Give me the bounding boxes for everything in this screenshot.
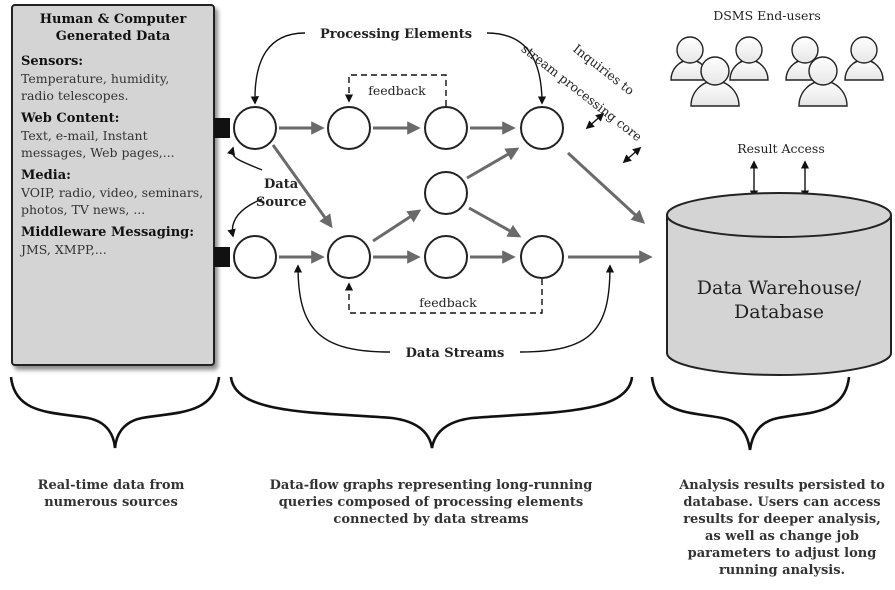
caption-line: parameters to adjust long <box>688 546 877 561</box>
warehouse-label-line1: Data Warehouse/ <box>697 277 862 299</box>
source-section-media: Media: VOIP, radio, video, seminars, pho… <box>21 167 205 218</box>
end-users-group-right <box>785 36 884 107</box>
end-users-label: DSMS End-users <box>713 8 821 23</box>
caption-line: Data-flow graphs representing long-runni… <box>270 478 593 493</box>
source-section-text: Temperature, humidity, radio telescopes. <box>21 71 170 103</box>
caption-line: running analysis. <box>719 563 845 578</box>
source-panel-title: Human & Computer Generated Data <box>39 12 187 44</box>
caption-line: as well as change job <box>705 529 859 544</box>
flow-arrow <box>271 144 333 229</box>
brace-left <box>9 376 221 449</box>
source-node <box>233 235 277 279</box>
source-connector-top <box>214 118 230 138</box>
processing-node <box>520 235 564 279</box>
processing-node <box>327 106 371 150</box>
user-icon <box>670 36 710 81</box>
user-icon <box>798 56 848 107</box>
user-icon <box>729 36 769 81</box>
source-section-heading: Web Content: <box>21 111 120 126</box>
processing-node <box>327 235 371 279</box>
inquiry-arrow[interactable] <box>585 112 605 130</box>
source-connector-bottom <box>214 247 230 267</box>
processing-node <box>424 235 468 279</box>
result-access-label: Result Access <box>737 141 825 156</box>
caption-line: numerous sources <box>44 495 178 510</box>
source-section-text: VOIP, radio, video, seminars, photos, TV… <box>21 185 204 217</box>
caption-line: Real-time data from <box>38 478 185 493</box>
data-source-label-line1: Data <box>264 177 299 192</box>
user-icon <box>844 36 884 81</box>
feedback-loop-top <box>344 74 447 106</box>
caption-middle: Data-flow graphs representing long-runni… <box>270 478 593 527</box>
flow-arrow <box>466 147 520 180</box>
data-source-pointer-bottom <box>227 198 263 238</box>
caption-line: results for deeper analysis, <box>683 512 881 527</box>
user-icon <box>690 56 740 107</box>
data-source-panel: Human & Computer Generated Data Sensors:… <box>11 4 215 366</box>
source-section-heading: Sensors: <box>21 54 84 69</box>
dataflow-edges <box>271 121 653 264</box>
processing-elements-label: Processing Elements <box>320 27 472 42</box>
feedback-label-bottom: feedback <box>419 295 477 310</box>
processing-elements-pointer-right <box>486 32 547 105</box>
source-section-text: Text, e-mail, Instant messages, Web page… <box>21 128 175 160</box>
end-users-group-left <box>670 36 769 107</box>
feedback-label-top: feedback <box>368 83 426 98</box>
flow-arrow <box>566 151 645 224</box>
grouping-braces <box>9 376 851 451</box>
caption-line: queries composed of processing elements <box>279 495 584 510</box>
data-source-label-line2: Source <box>256 195 307 210</box>
source-section-heading: Middleware Messaging: <box>21 225 195 240</box>
inquiry-arrow[interactable] <box>622 146 642 164</box>
processing-elements <box>233 106 564 279</box>
caption-line: database. Users can access <box>683 495 880 510</box>
caption-left: Real-time data from numerous sources <box>38 478 185 510</box>
source-section-middleware: Middleware Messaging: JMS, XMPP,... <box>21 224 205 258</box>
flow-arrow <box>372 209 422 243</box>
source-section-text: JMS, XMPP,... <box>21 242 107 257</box>
brace-middle <box>229 376 634 449</box>
data-streams-pointer-left <box>293 264 391 353</box>
source-section-web-content: Web Content: Text, e-mail, Instant messa… <box>21 110 205 161</box>
processing-node <box>424 106 468 150</box>
source-section-sensors: Sensors: Temperature, humidity, radio te… <box>21 53 205 104</box>
flow-arrow <box>468 206 522 238</box>
source-section-heading: Media: <box>21 168 71 183</box>
caption-right: Analysis results persisted to database. … <box>678 478 885 578</box>
caption-line: connected by data streams <box>333 512 528 527</box>
caption-line: Analysis results persisted to <box>678 478 885 493</box>
processing-node <box>424 171 468 215</box>
data-streams-label: Data Streams <box>406 346 505 361</box>
processing-node <box>520 106 564 150</box>
data-warehouse-cylinder[interactable] <box>666 192 892 376</box>
source-node <box>233 106 277 150</box>
brace-right <box>650 376 851 451</box>
processing-elements-pointer-left <box>250 32 306 105</box>
data-source-pointer-top <box>227 146 263 171</box>
data-streams-pointer-right <box>519 264 615 353</box>
warehouse-label-line2: Database <box>734 301 824 323</box>
feedback-loop-bottom <box>344 279 543 314</box>
